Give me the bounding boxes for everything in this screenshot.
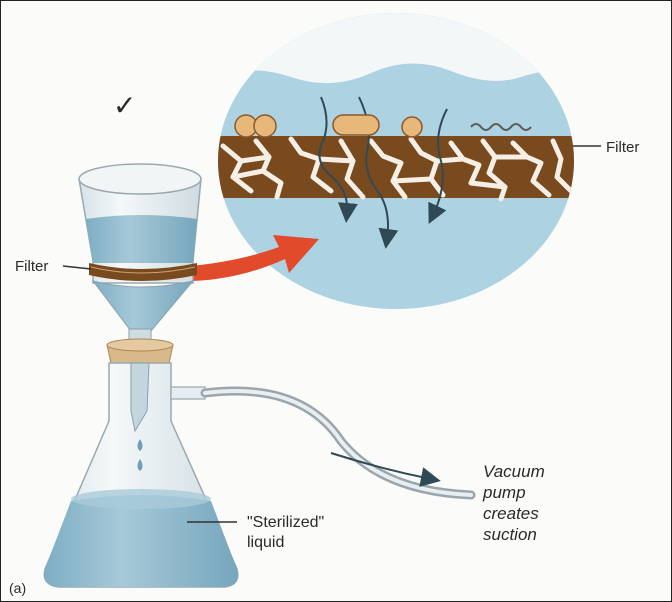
red-arrow-icon — [191, 235, 319, 281]
inner-stem — [130, 362, 150, 433]
microbes — [234, 114, 532, 138]
vacuum-label-line2: pump — [482, 483, 526, 502]
magnified-view: Filter — [218, 13, 639, 309]
vacuum-tubing — [200, 386, 476, 500]
liquid-drop — [137, 439, 143, 451]
microbe-spirochete — [470, 123, 532, 131]
vacuum-label-line1: Vacuum — [483, 462, 545, 481]
vacuum-label-line3: creates — [483, 504, 539, 523]
microbe-coccus — [401, 116, 423, 138]
funnel-filter-band — [89, 263, 197, 281]
funnel-cone — [91, 280, 195, 332]
vacuum-label: Vacuum pump creates suction — [482, 462, 545, 544]
vacuum-label-line4: suction — [483, 525, 537, 544]
check-mark-icon: ✓ — [113, 90, 136, 121]
liquid-drop — [137, 459, 143, 471]
flask-side-arm — [170, 386, 206, 400]
suction-arrow-icon — [330, 452, 441, 487]
filter-funnel — [78, 163, 202, 344]
sterilized-liquid — [44, 495, 238, 587]
sterilized-label-line2: liquid — [247, 534, 284, 551]
filter-label-left: Filter — [15, 258, 48, 275]
erlenmeyer-flask — [43, 338, 239, 588]
filter-pointer-left — [62, 265, 92, 270]
filter-label-right: Filter — [606, 139, 639, 156]
funnel-liquid — [86, 215, 197, 263]
filter-pores — [220, 136, 574, 202]
microbe-bacillus — [332, 114, 380, 136]
sterilized-label-line1: "Sterilized" — [247, 514, 324, 531]
funnel-rim — [78, 163, 202, 195]
microbe-coccus — [253, 114, 277, 138]
panel-letter: (a) — [9, 580, 26, 596]
